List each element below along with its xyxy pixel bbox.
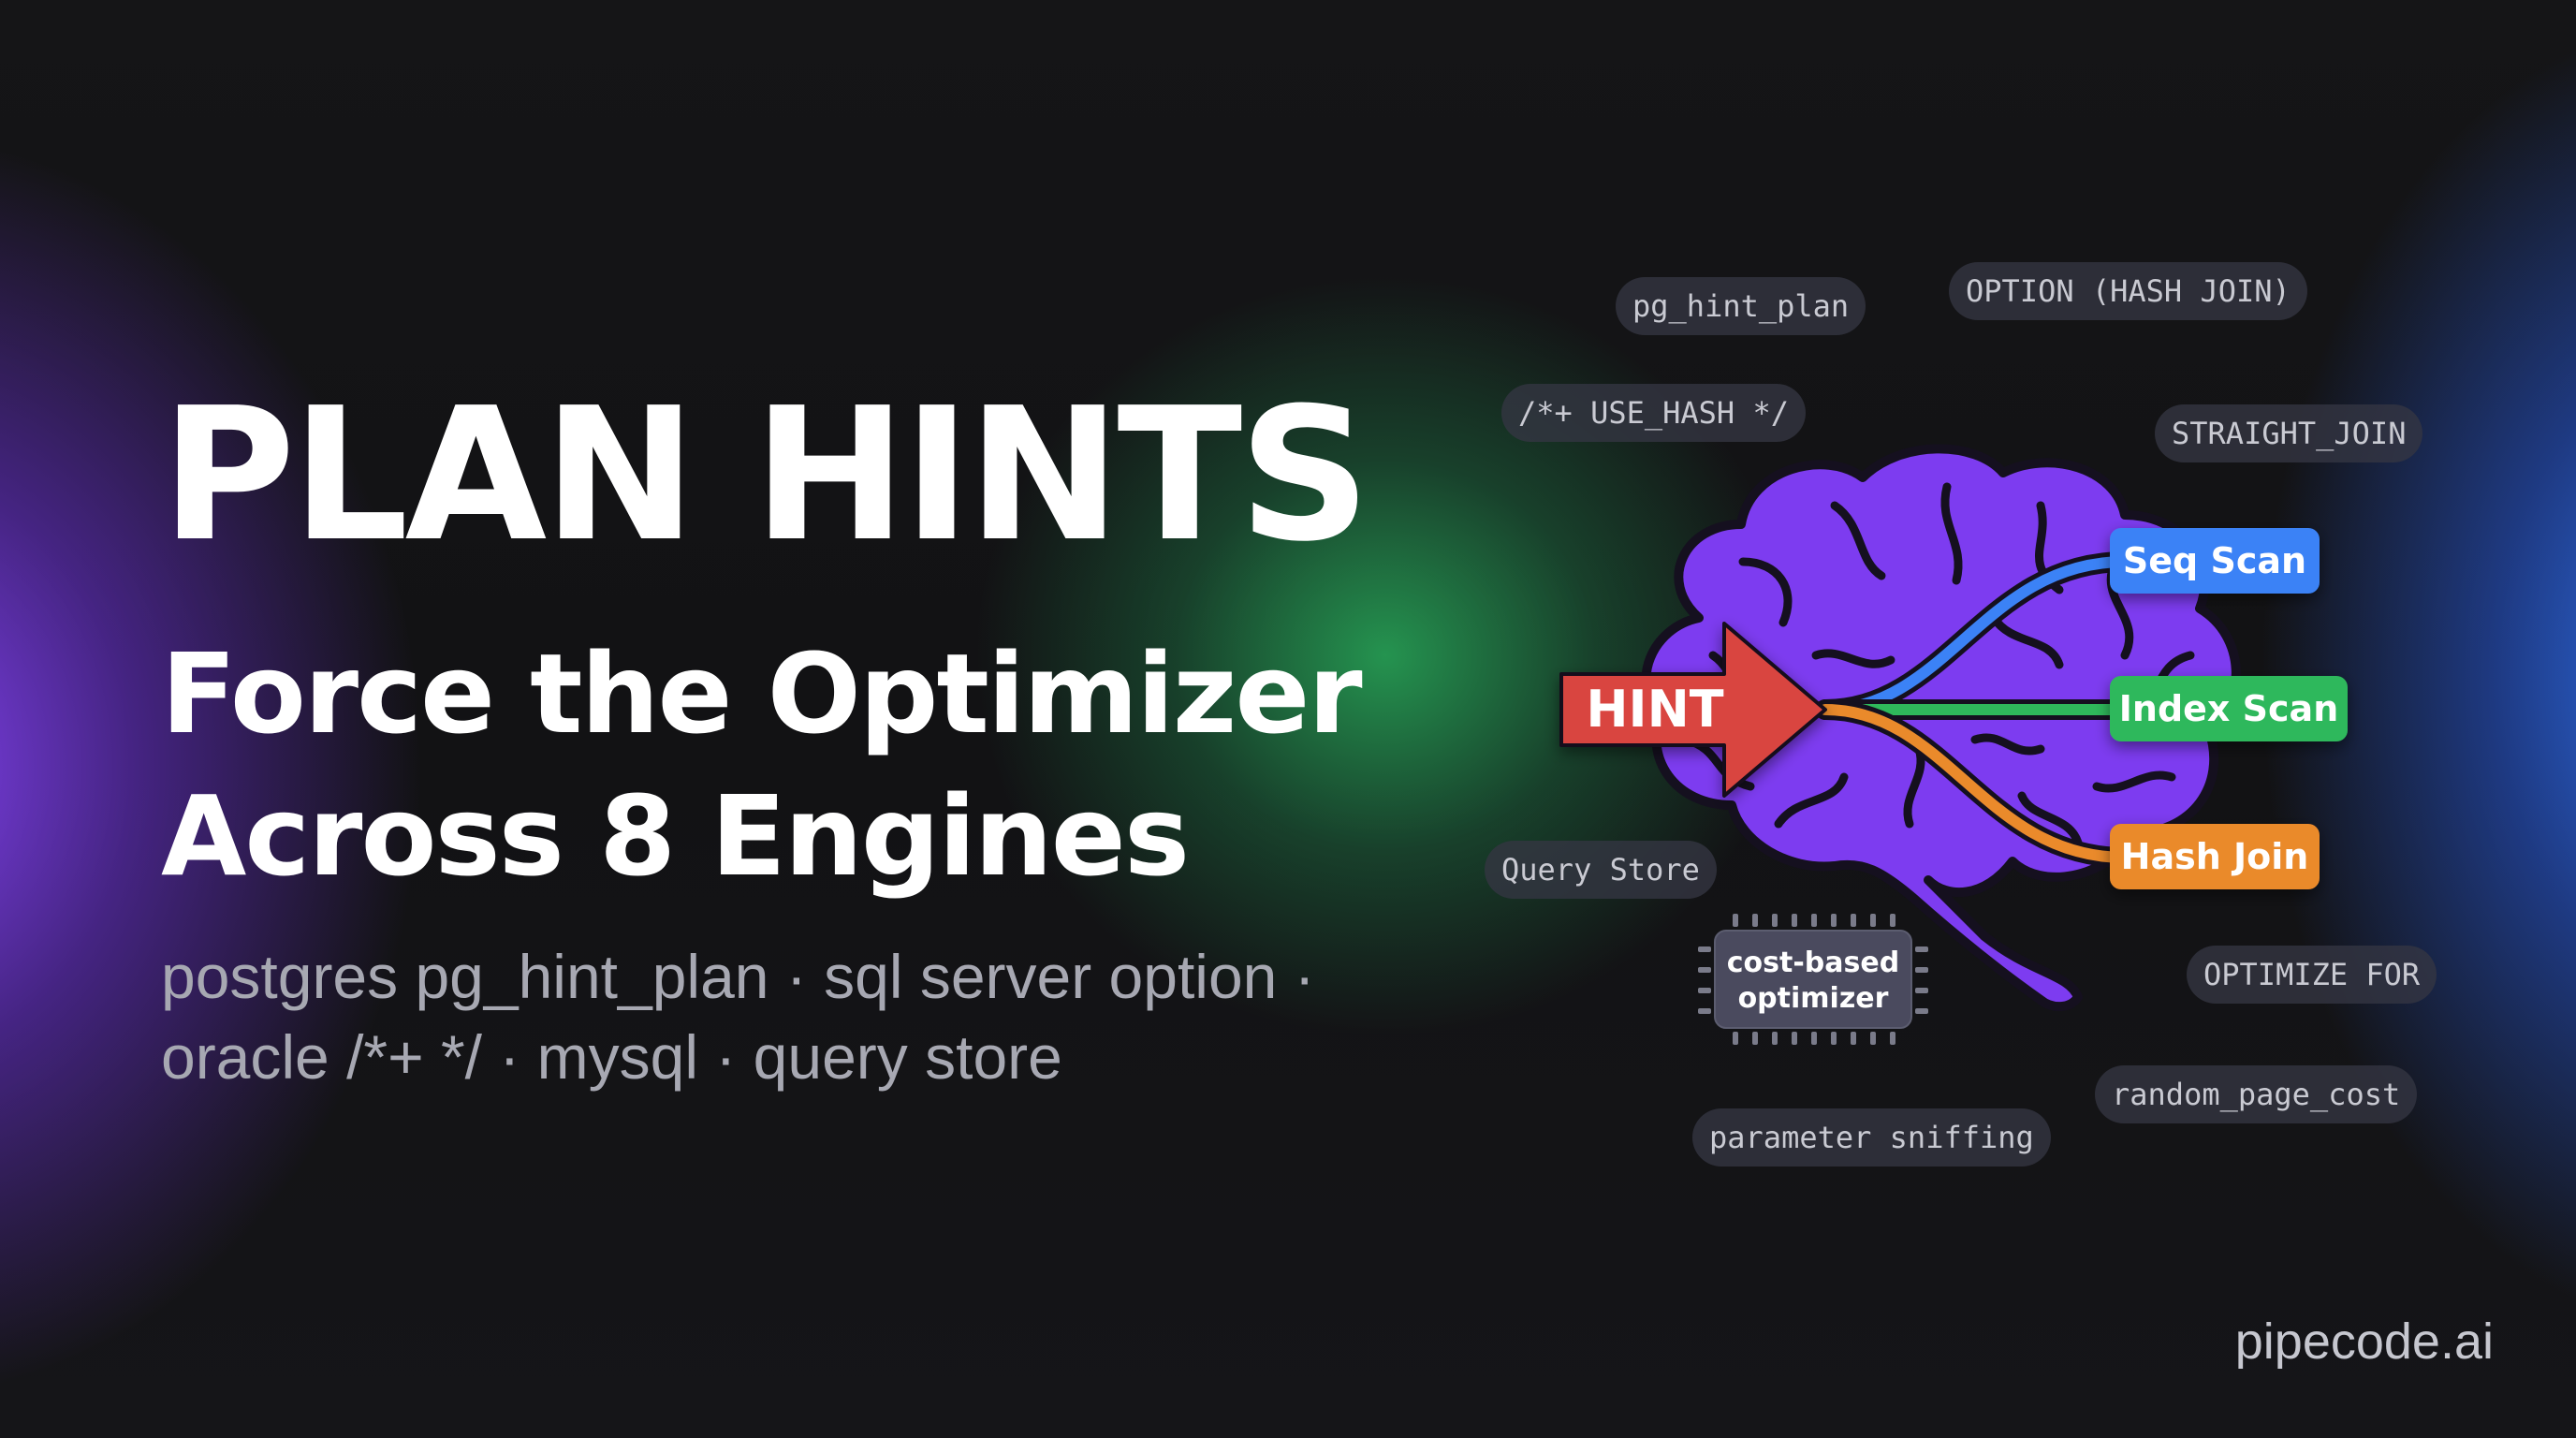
chip-pin (1698, 946, 1711, 952)
plan-option-label: Seq Scan (2123, 540, 2306, 581)
plan-option-hash-join: Hash Join (2110, 824, 2320, 889)
arrow-icon: HINT (1559, 622, 1827, 798)
chip-pin (1733, 1032, 1738, 1045)
keyword-chip: random_page_cost (2095, 1065, 2418, 1123)
chip-pin (1698, 1008, 1711, 1014)
keyword-chip: /*+ USE_HASH */ (1501, 384, 1806, 442)
chip-label-line-2: optimizer (1738, 982, 1889, 1015)
hint-label: HINT (1586, 680, 1723, 739)
plan-option-label: Index Scan (2119, 688, 2339, 729)
chip-pin (1698, 988, 1711, 993)
chip-pin (1733, 914, 1738, 927)
subtitle-line-1: Force the Optimizer (161, 629, 1363, 758)
chip-pin (1890, 1032, 1895, 1045)
chip-pin (1752, 1032, 1758, 1045)
chip-pin (1811, 1032, 1817, 1045)
tagline-line-2: oracle /*+ */ · mysql · query store (161, 1022, 1062, 1092)
chip-pin (1890, 914, 1895, 927)
chip-pin (1915, 946, 1928, 952)
chip-pin (1831, 1032, 1837, 1045)
chip-pin (1831, 914, 1837, 927)
keyword-chip: pg_hint_plan (1616, 277, 1866, 335)
subtitle-line-2: Across 8 Engines (161, 771, 1190, 901)
keyword-chip: Query Store (1485, 841, 1717, 899)
plan-option-seq-scan: Seq Scan (2110, 528, 2320, 594)
keyword-chip: parameter sniffing (1692, 1108, 2051, 1167)
subtitle: Force the Optimizer Across 8 Engines (161, 623, 1363, 907)
chip-pin (1792, 1032, 1797, 1045)
keyword-chip: OPTION (HASH JOIN) (1949, 262, 2307, 320)
brand-logo-text: pipecode.ai (2234, 1313, 2494, 1370)
cpu-chip-icon: cost-based optimizer (1698, 914, 1928, 1045)
chip-pin (1851, 1032, 1856, 1045)
chip-pin (1870, 1032, 1876, 1045)
plan-option-label: Hash Join (2121, 836, 2309, 877)
chip-pin (1752, 914, 1758, 927)
chip-pin (1792, 914, 1797, 927)
keyword-chip: OPTIMIZE FOR (2187, 946, 2437, 1004)
chip-pin (1772, 1032, 1778, 1045)
engine-tagline: postgres pg_hint_plan · sql server optio… (161, 936, 1315, 1097)
chip-label-line-1: cost-based (1727, 946, 1899, 979)
chip-pin (1870, 914, 1876, 927)
chip-pin (1772, 914, 1778, 927)
keyword-chip: STRAIGHT_JOIN (2155, 404, 2423, 462)
chip-pin (1915, 988, 1928, 993)
chip-pin (1915, 1008, 1928, 1014)
plan-option-index-scan: Index Scan (2110, 676, 2348, 741)
page-title: PLAN HINTS (161, 369, 1370, 582)
chip-pin (1698, 967, 1711, 973)
chip-pin (1915, 967, 1928, 973)
chip-pin (1811, 914, 1817, 927)
plan-paths (1815, 551, 2135, 868)
tagline-line-1: postgres pg_hint_plan · sql server optio… (161, 942, 1315, 1011)
chip-pin (1851, 914, 1856, 927)
